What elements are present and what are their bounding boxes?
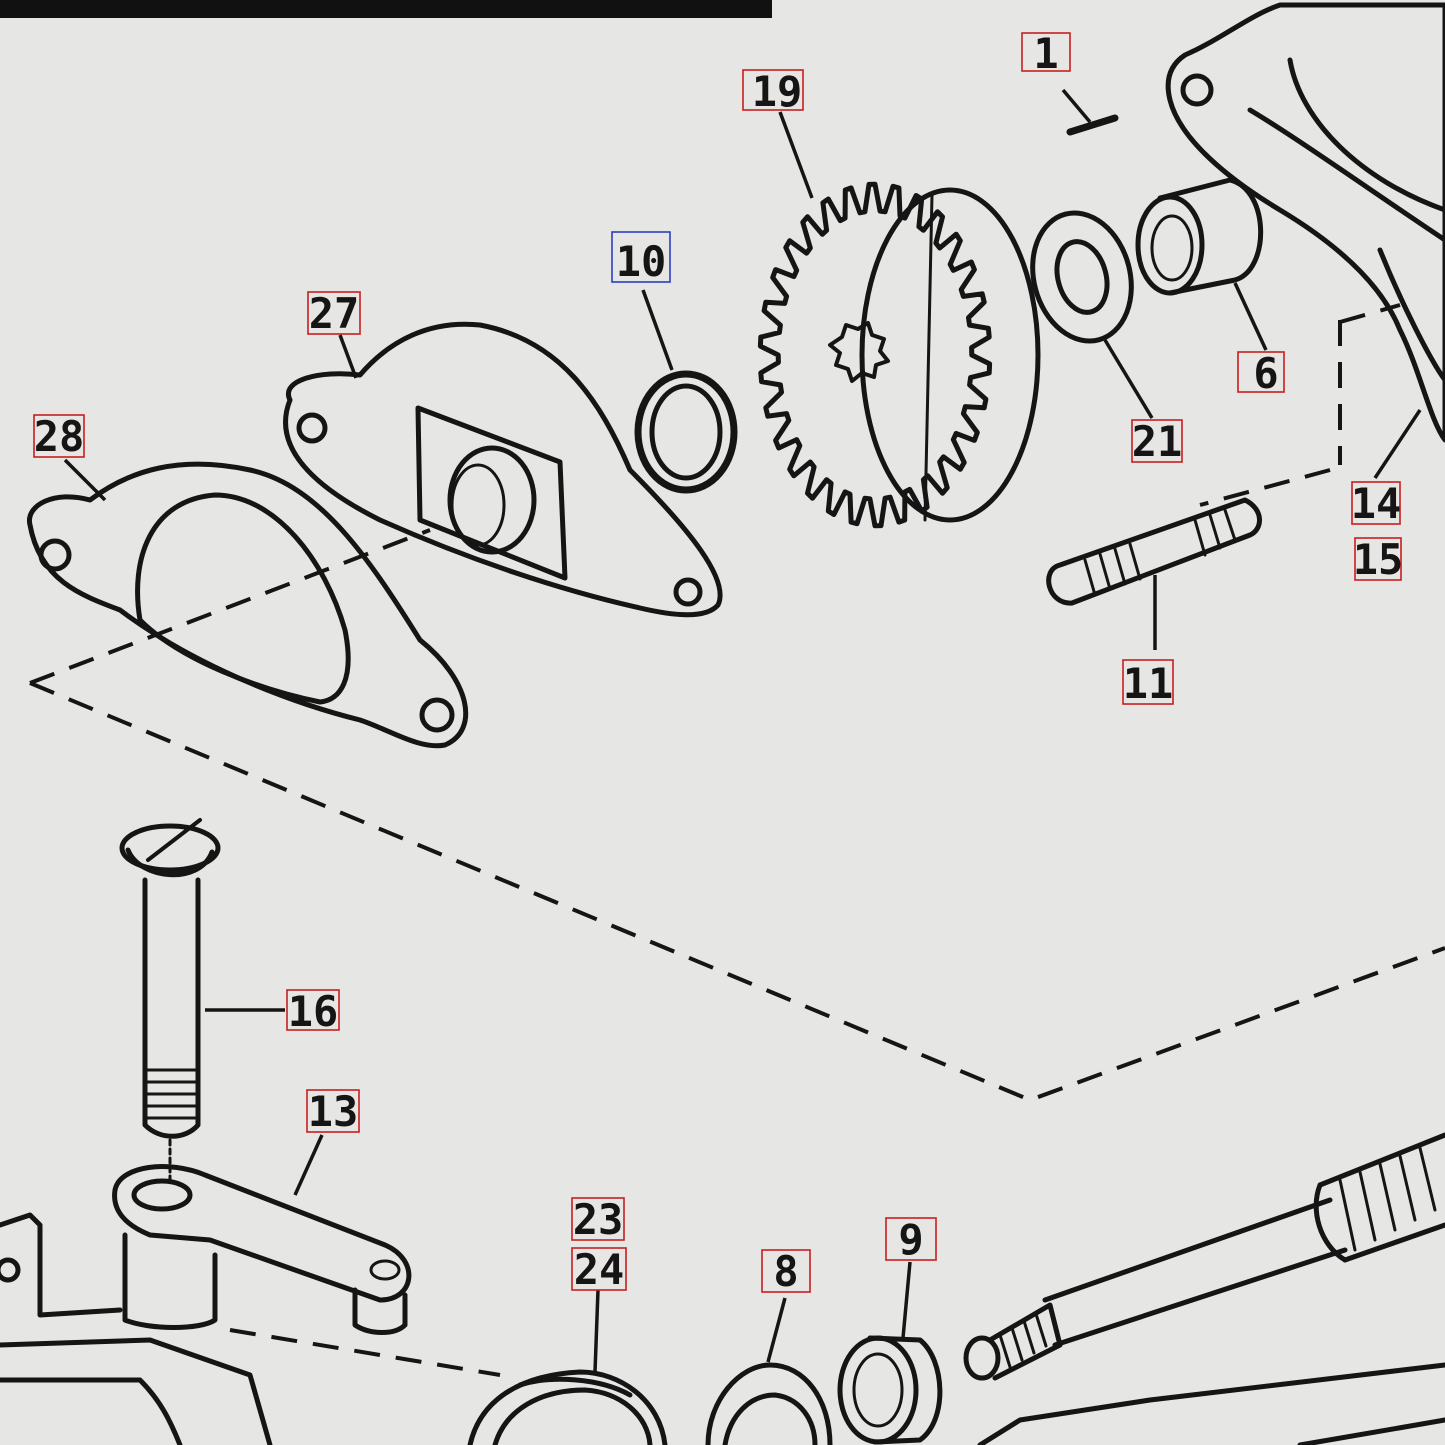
callout-box	[306, 1089, 360, 1133]
callout-number: 8	[773, 1247, 798, 1296]
callout-11: 11	[1122, 659, 1174, 708]
callout-28: 28	[33, 412, 85, 461]
callout-box	[1021, 32, 1071, 72]
callout-21: 21	[1131, 417, 1183, 466]
callout-box	[761, 1249, 811, 1293]
callout-number: 11	[1123, 659, 1174, 708]
callout-box	[1237, 351, 1285, 393]
top-black-bar	[0, 0, 772, 18]
washer-21	[1030, 210, 1134, 344]
cover-plate-27	[283, 321, 723, 618]
callout-box	[885, 1217, 937, 1261]
bolt-16	[119, 818, 221, 1182]
callout-number: 16	[288, 987, 339, 1036]
pulley-23-24	[467, 1369, 668, 1445]
callout-box	[571, 1197, 625, 1241]
callout-number: 21	[1132, 417, 1183, 466]
housing-14-15	[1165, 2, 1445, 443]
callout-1: 1	[1021, 29, 1071, 78]
stud-11	[1046, 497, 1262, 606]
callout-box	[33, 414, 85, 458]
callout-box	[571, 1247, 627, 1291]
lever-13	[112, 1164, 412, 1335]
callout-labels: 1 19 10 27 28 21	[33, 29, 1404, 1296]
callout-number: 13	[308, 1087, 359, 1136]
callout-27: 27	[307, 289, 361, 338]
callout-number: 15	[1353, 535, 1404, 584]
leader-lines	[63, 88, 1422, 1373]
bushing-6	[1135, 177, 1264, 296]
callout-box	[286, 989, 340, 1031]
callout-box	[1354, 537, 1402, 581]
callout-24: 24	[571, 1245, 627, 1294]
callout-number: 9	[898, 1215, 923, 1264]
callout-number: 27	[309, 289, 360, 338]
callout-number: 24	[574, 1245, 625, 1294]
callout-19: 19	[742, 67, 804, 116]
callout-15: 15	[1353, 535, 1404, 584]
callout-number: 28	[34, 412, 85, 461]
callout-number: 23	[573, 1195, 624, 1244]
bushing-9	[837, 1335, 943, 1445]
callout-13: 13	[306, 1087, 360, 1136]
gasket-28	[27, 461, 469, 749]
callout-number: 10	[616, 237, 667, 286]
callout-box	[1122, 659, 1174, 705]
callout-number: 6	[1253, 349, 1278, 398]
callout-box	[742, 69, 804, 111]
callout-16: 16	[286, 987, 340, 1036]
callout-10: 10	[611, 231, 671, 286]
drive-shaft	[963, 1132, 1445, 1445]
seal-ring-10	[634, 370, 738, 494]
washer-8	[705, 1362, 833, 1445]
callout-box	[1351, 481, 1401, 525]
callout-number: 19	[752, 67, 803, 116]
callout-23: 23	[571, 1195, 625, 1244]
callout-6: 6	[1237, 349, 1285, 398]
housing-bottom-left	[0, 1212, 273, 1445]
pin-1	[1066, 114, 1119, 136]
callout-14: 14	[1351, 479, 1402, 528]
callout-9: 9	[885, 1215, 937, 1264]
callout-box	[1131, 419, 1183, 463]
callout-8: 8	[761, 1247, 811, 1296]
assembly-guide-lines	[29, 303, 1445, 1377]
callout-box	[307, 291, 361, 335]
gear-19	[757, 181, 1041, 529]
callout-number: 14	[1351, 479, 1402, 528]
callout-number: 1	[1033, 29, 1058, 78]
callout-box	[611, 231, 671, 283]
